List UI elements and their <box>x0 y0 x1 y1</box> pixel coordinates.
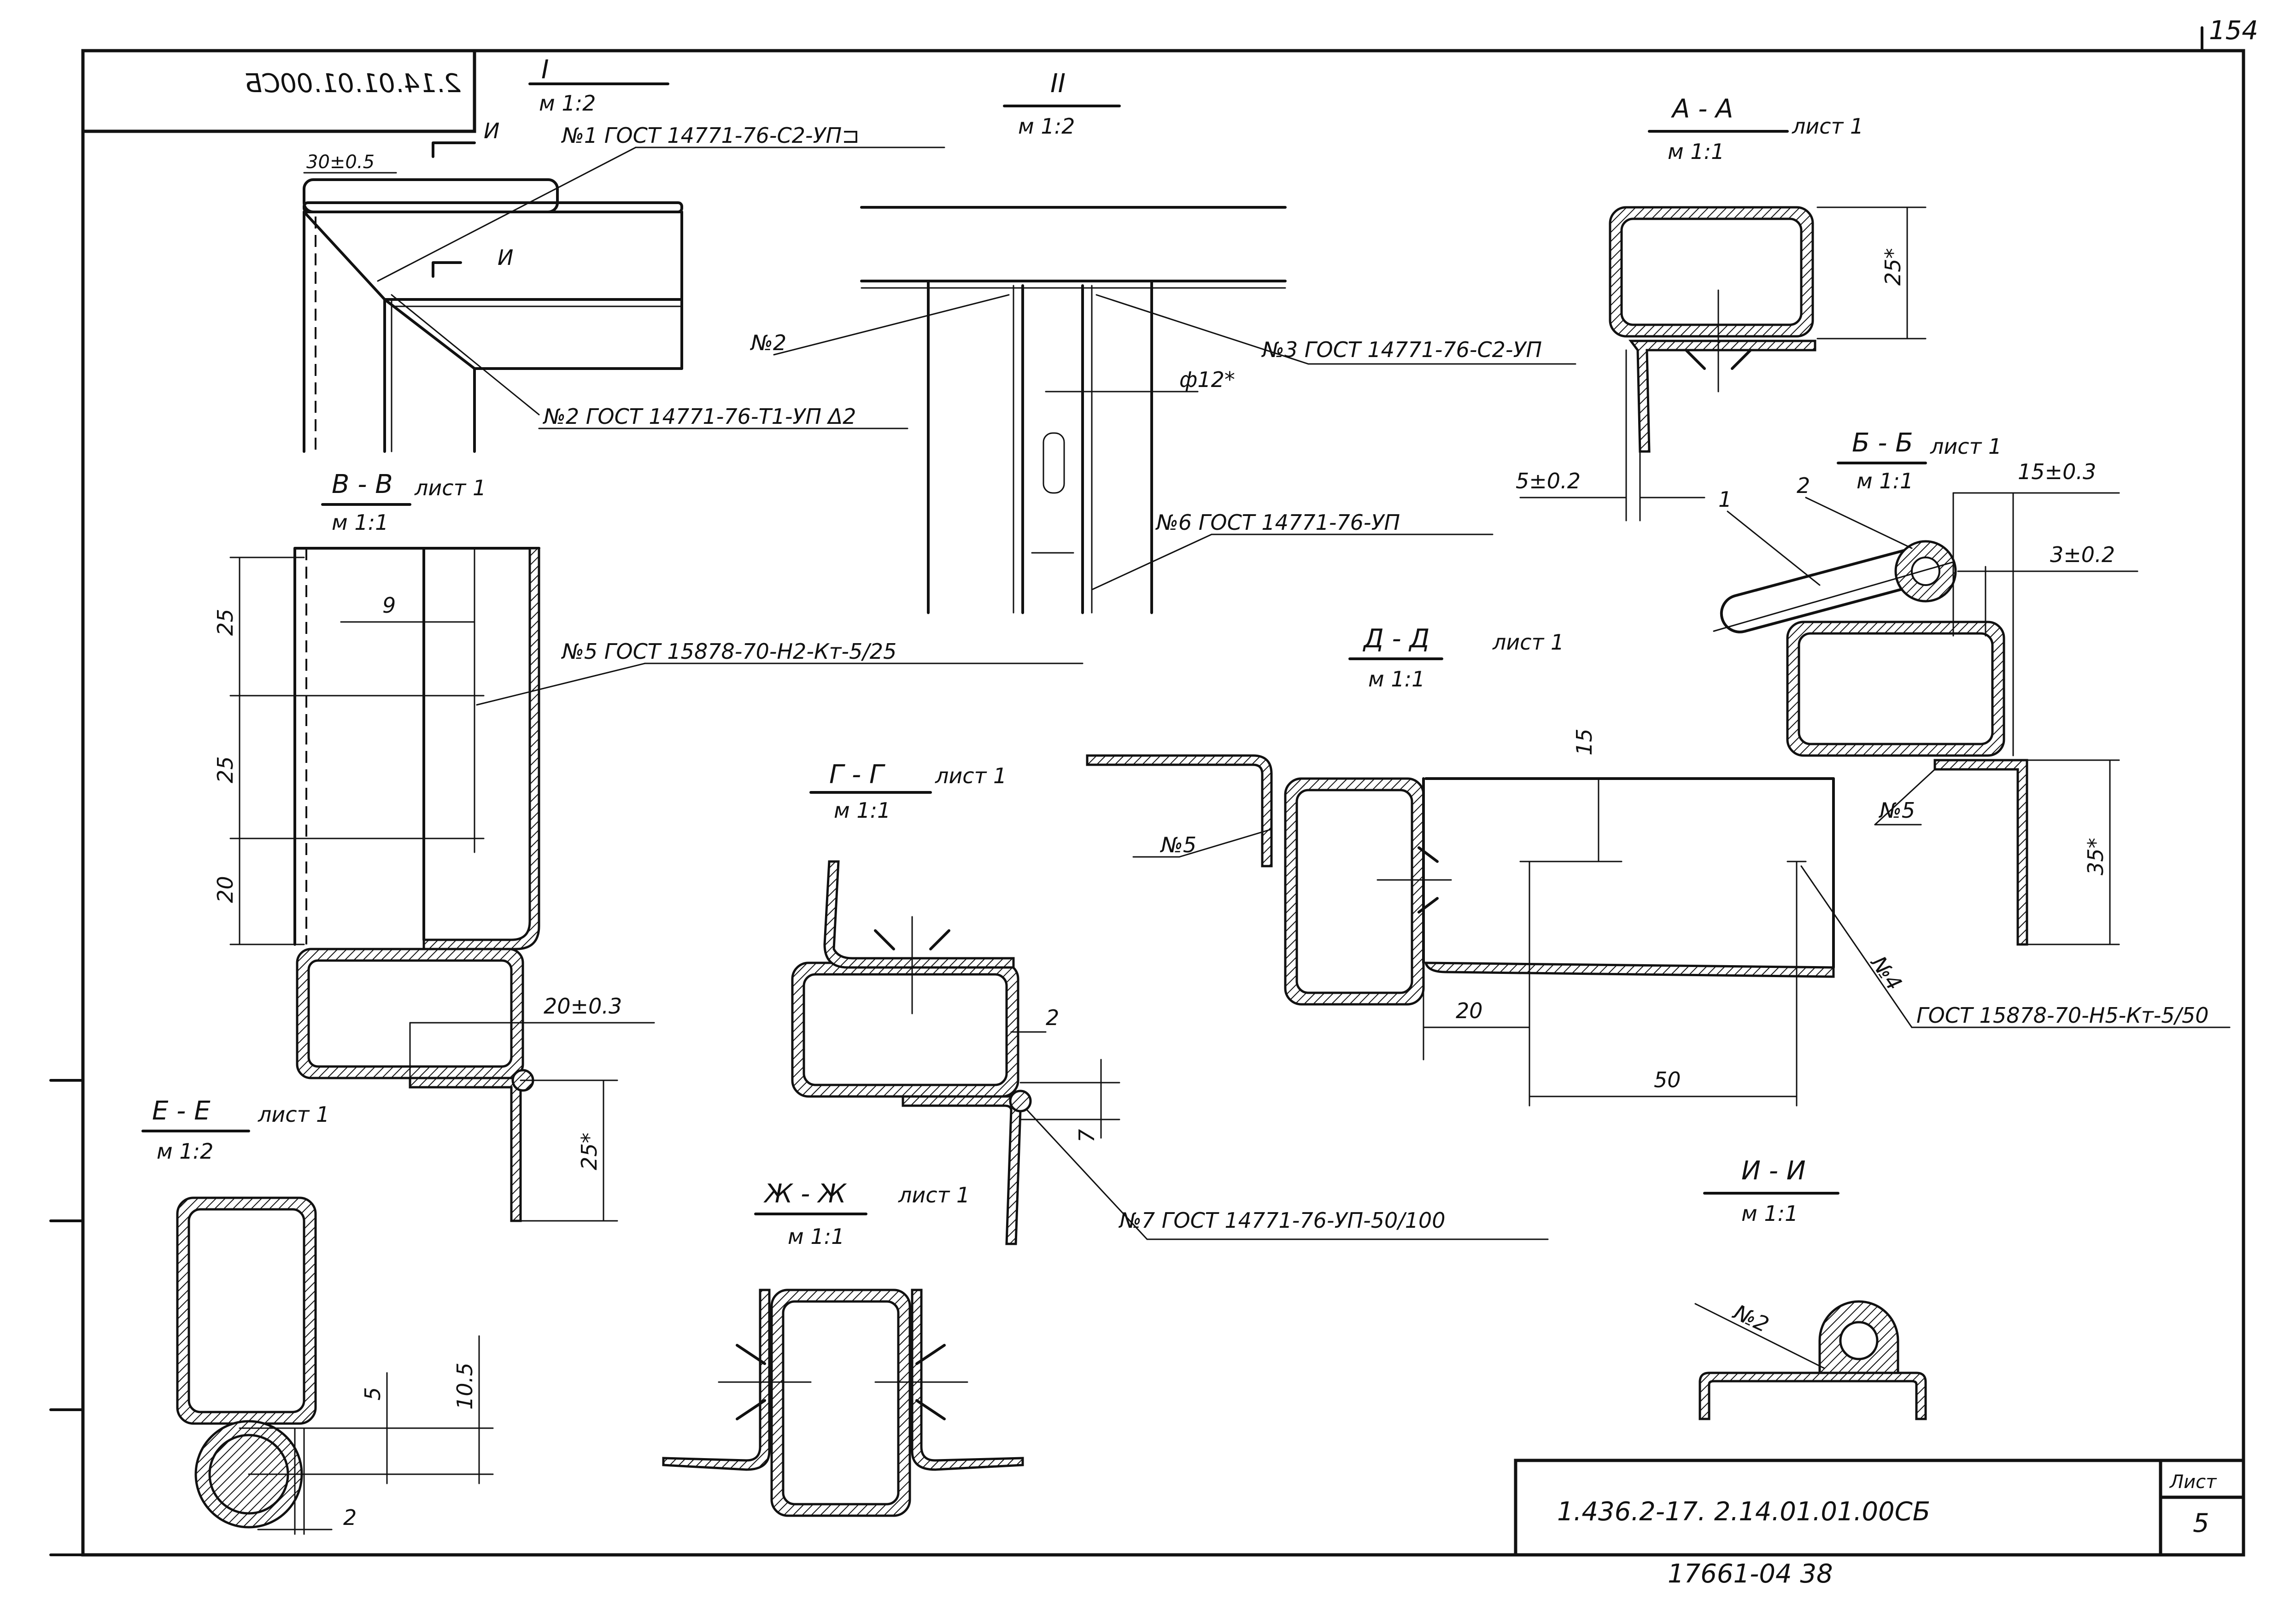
part-1: 1 <box>1718 487 1732 512</box>
section-EE: Е - Е м 1:2 лист 1 5 10.5 2 <box>141 1096 494 1535</box>
section-GG-scale: м 1:1 <box>834 798 890 823</box>
section-VV-title: В - В <box>332 469 393 499</box>
dim-30: 30±0.5 <box>306 152 375 173</box>
section-AA-title: А - А <box>1671 94 1733 124</box>
mirrored-stamp: 2.14.01.01.00СБ <box>81 49 476 133</box>
callout-weld-5-BB: №5 <box>1878 798 1915 823</box>
view-I-scale: м 1:2 <box>539 91 596 116</box>
dim-AA-5: 5±0.2 <box>1516 469 1581 493</box>
section-BB: Б - Б м 1:1 лист 1 1 2 35* 15±0.3 3±0.2 … <box>1713 428 2138 946</box>
section-DD-scale: м 1:1 <box>1368 667 1425 692</box>
section-GG-title: Г - Г <box>829 760 885 790</box>
view-I: I м 1:2 И И 30±0.5 №1 ГОСТ 14771-76-С2-У… <box>303 55 945 453</box>
dim-VV-9: 9 <box>382 593 396 618</box>
section-AA-scale: м 1:1 <box>1668 139 1724 164</box>
dim-AA-25: 25* <box>1880 248 1905 286</box>
section-GG: Г - Г м 1:1 лист 1 2 7 №7 ГОСТ 14771-76-… <box>791 760 1549 1245</box>
section-II2-title: И - И <box>1741 1156 1806 1186</box>
section-ZhZh-title: Ж - Ж <box>763 1179 847 1209</box>
section-EE-ref: лист 1 <box>258 1102 329 1127</box>
view-II: II м 1:2 ф12* №2 №3 ГОСТ 14771-76-С2-УП … <box>750 69 1576 614</box>
section-AA: А - А м 1:1 лист 1 25* 5±0.2 <box>1516 94 1927 522</box>
section-ZhZh-scale: м 1:1 <box>788 1224 844 1249</box>
section-DD: Д - Д м 1:1 лист 1 15 20 50 №5 №4 ГОСТ 1… <box>1086 624 2231 1107</box>
dim-GG-2: 2 <box>1046 1005 1059 1030</box>
section-II2-scale: м 1:1 <box>1741 1201 1798 1226</box>
sheet-number: 5 <box>2193 1508 2209 1538</box>
section-AA-ref: лист 1 <box>1792 114 1863 139</box>
dim-EE-5: 5 <box>360 1387 385 1401</box>
callout-weld-2-view-I: №2 ГОСТ 14771-76-Т1-УП Δ2 <box>542 404 856 429</box>
callout-weld-4-std: ГОСТ 15878-70-Н5-Кт-5/50 <box>1916 1003 2209 1028</box>
dim-BB-35: 35* <box>2083 838 2108 875</box>
archive-number: 17661-04 38 <box>1668 1559 1833 1589</box>
section-mark-top: И <box>484 118 499 143</box>
dim-VV-20-03: 20±0.3 <box>544 994 622 1019</box>
dim-EE-10-5: 10.5 <box>452 1363 477 1410</box>
dim-VV-20: 20 <box>213 876 238 903</box>
dim-DD-15: 15 <box>1572 728 1597 756</box>
callout-weld-7: №7 ГОСТ 14771-76-УП-50/100 <box>1118 1208 1446 1233</box>
callout-weld-6: №6 ГОСТ 14771-76-УП <box>1155 510 1400 535</box>
dim-DD-20: 20 <box>1456 998 1483 1023</box>
callout-weld-5-DD: №5 <box>1160 832 1196 857</box>
section-DD-ref: лист 1 <box>1492 630 1564 655</box>
title-block: 1.436.2-17. 2.14.01.01.00СБ Лист 5 <box>1514 1459 2245 1557</box>
callout-weld-4: №4 <box>1865 950 1907 995</box>
section-BB-title: Б - Б <box>1852 428 1913 458</box>
section-VV-scale: м 1:1 <box>332 510 388 535</box>
section-ZhZh: Ж - Ж м 1:1 лист 1 <box>662 1179 1024 1517</box>
dim-GG-7: 7 <box>1074 1129 1099 1143</box>
designation: 1.436.2-17. 2.14.01.01.00СБ <box>1557 1497 1930 1527</box>
dim-BB-3: 3±0.2 <box>2050 542 2115 567</box>
callout-weld-5-VV: №5 ГОСТ 15878-70-Н2-Кт-5/25 <box>561 639 896 664</box>
section-EE-title: Е - Е <box>152 1096 211 1126</box>
dim-EE-2: 2 <box>343 1505 357 1530</box>
section-EE-scale: м 1:2 <box>157 1139 213 1164</box>
page-number: 154 <box>2209 16 2258 46</box>
callout-weld-2-view-II: №2 <box>750 330 786 355</box>
section-II2: И - И м 1:1 №2 <box>1694 1156 1927 1420</box>
part-2: 2 <box>1797 473 1810 498</box>
callout-weld-3: №3 ГОСТ 14771-76-С2-УП <box>1261 337 1542 362</box>
section-BB-ref: лист 1 <box>1930 434 2002 459</box>
dim-DD-50: 50 <box>1654 1067 1681 1092</box>
sheet-label: Лист <box>2169 1471 2217 1493</box>
view-II-scale: м 1:2 <box>1018 114 1075 139</box>
section-DD-title: Д - Д <box>1362 624 1429 654</box>
section-ZhZh-ref: лист 1 <box>898 1183 970 1207</box>
view-I-title: I <box>541 55 549 85</box>
section-VV-ref: лист 1 <box>414 475 486 500</box>
section-BB-scale: м 1:1 <box>1857 469 1913 493</box>
section-VV: В - В м 1:1 лист 1 25 25 20 9 №5 ГОСТ 15… <box>213 469 1084 1222</box>
callout-weld-2-II2: №2 <box>1729 1299 1773 1337</box>
sheet-frame <box>49 26 2245 1557</box>
dim-BB-15: 15±0.3 <box>2018 459 2096 484</box>
view-II-title: II <box>1050 69 1066 99</box>
dim-VV-25s: 25* <box>577 1132 602 1170</box>
section-GG-ref: лист 1 <box>935 763 1007 788</box>
dim-phi12: ф12* <box>1179 367 1235 392</box>
mirrored-stamp-text: 2.14.01.01.00СБ <box>245 69 461 99</box>
dim-VV-25a: 25 <box>213 609 238 636</box>
section-mark-mid: И <box>498 245 513 270</box>
dim-VV-25b: 25 <box>213 756 238 783</box>
callout-weld-1: №1 ГОСТ 14771-76-С2-УП⊐ <box>561 123 860 148</box>
